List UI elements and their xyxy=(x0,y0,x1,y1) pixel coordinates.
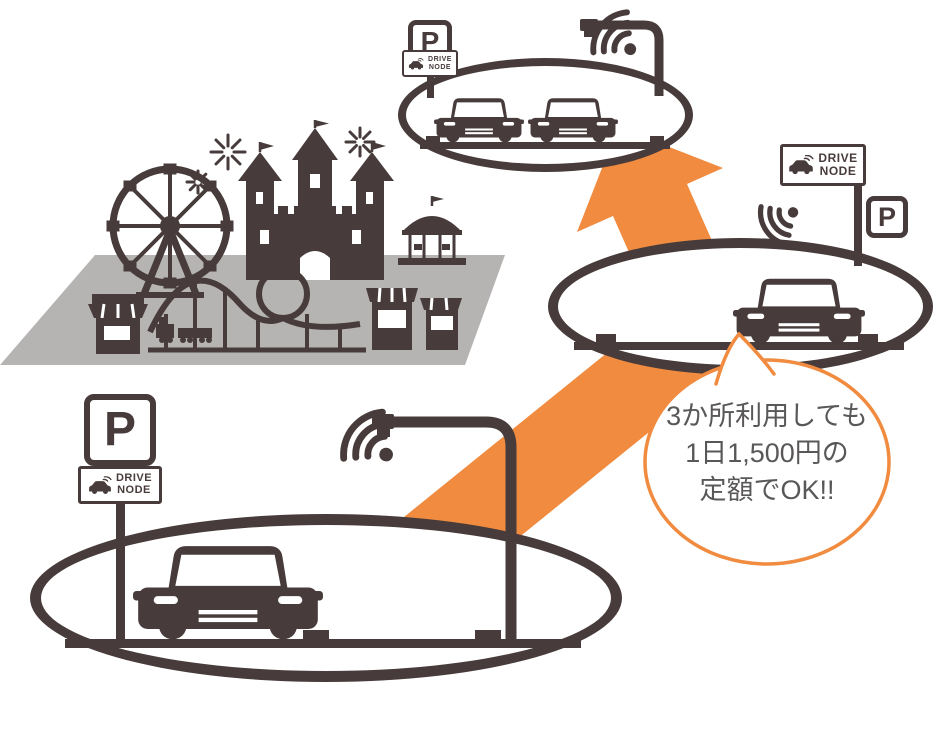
amusement-park-illustration xyxy=(0,120,505,365)
drive-node-logo-icon xyxy=(788,155,814,175)
parking-spot-bottom xyxy=(30,514,622,682)
fireworks-icon xyxy=(185,126,376,195)
parking-letter: P xyxy=(103,403,136,456)
carousel-icon xyxy=(398,196,466,265)
car-icon xyxy=(528,98,618,143)
brand-line1: DRIVE xyxy=(428,55,452,63)
parking-sign-middle: P xyxy=(866,196,908,238)
brand-line2: NODE xyxy=(117,484,151,496)
ticket-booth-icon xyxy=(88,294,148,354)
shop-stall-icon xyxy=(366,287,462,350)
drive-node-sign-top: DRIVE NODE xyxy=(402,50,458,77)
street-lamp-icon xyxy=(580,19,664,96)
drive-node-logo-icon xyxy=(408,58,424,70)
sign-pole-middle xyxy=(854,182,862,266)
drive-node-sign-bottom: DRIVE NODE xyxy=(78,466,162,504)
bubble-line-1: 3か所利用しても xyxy=(666,401,868,431)
price-bubble xyxy=(643,332,891,566)
ferris-wheel-icon xyxy=(106,163,234,298)
car-icon xyxy=(434,98,524,143)
parking-letter: P xyxy=(420,26,440,57)
brand-line1: DRIVE xyxy=(818,151,858,166)
bubble-line-2: 1日1,500円の xyxy=(685,438,849,468)
parking-spot-bottom-art xyxy=(65,546,581,648)
price-bubble-text: 3か所利用しても 1日1,500円の 定額でOK!! xyxy=(657,398,877,509)
parking-spot-top xyxy=(398,58,693,172)
castle-icon xyxy=(238,120,394,280)
parking-letter: P xyxy=(877,201,896,232)
brand-line2: NODE xyxy=(428,63,452,71)
bubble-line-3: 定額でOK!! xyxy=(699,475,835,505)
brand-line2: NODE xyxy=(819,164,857,178)
car-icon xyxy=(133,546,323,640)
road xyxy=(420,142,670,149)
drive-node-sign-middle: DRIVE NODE xyxy=(780,144,866,186)
roller-coaster-icon xyxy=(147,267,366,353)
drive-node-logo-icon xyxy=(88,476,112,495)
brand-line1: DRIVE xyxy=(115,472,153,485)
parking-sign-bottom: P xyxy=(84,394,156,466)
sign-pole-bottom xyxy=(116,460,125,642)
train-icon xyxy=(156,317,212,343)
road xyxy=(65,639,581,648)
parking-spot-top-art xyxy=(420,98,670,149)
bubble-tail xyxy=(716,334,774,384)
sign-pole-top xyxy=(427,58,434,98)
